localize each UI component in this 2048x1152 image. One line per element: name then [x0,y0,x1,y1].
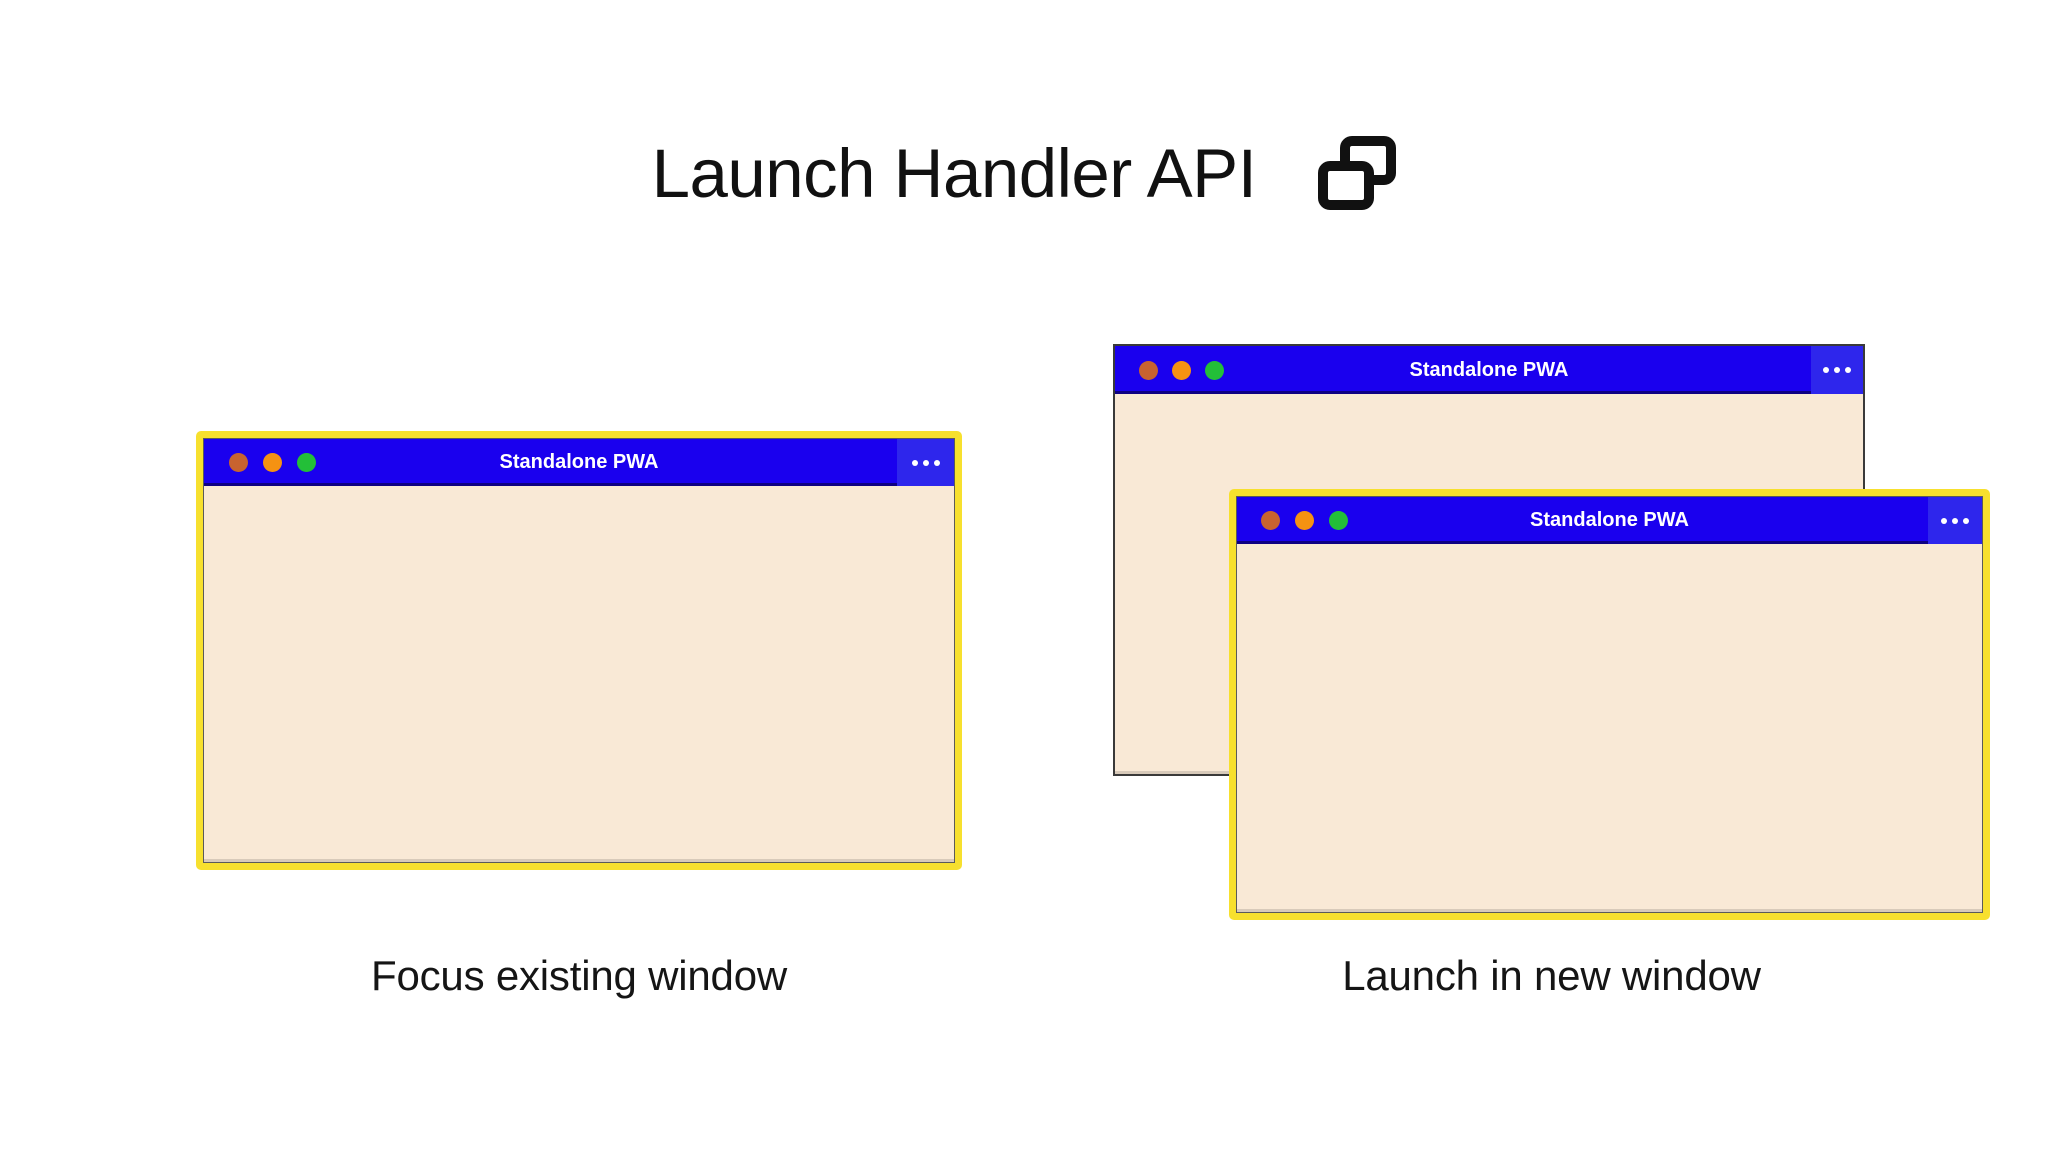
traffic-light-controls [1261,511,1348,530]
traffic-light-controls [229,453,316,472]
window-menu-button[interactable] [1811,346,1863,394]
menu-dot-3 [933,459,940,466]
menu-dot-2 [1952,517,1958,524]
standalone-pwa-window-new[interactable]: Standalone PWA [1229,489,1990,920]
window-title: Standalone PWA [1409,358,1569,381]
page-header: Launch Handler API [0,118,2048,228]
menu-dot-2 [1834,367,1840,373]
close-window-icon[interactable] [229,453,248,472]
menu-dot-1 [1823,367,1829,373]
window-content-area[interactable] [204,486,954,862]
window-content-area[interactable] [1237,544,1982,912]
window-frame: Standalone PWA [1236,496,1983,913]
minimize-window-icon[interactable] [1172,360,1191,380]
window-titlebar[interactable]: Standalone PWA [1115,346,1863,394]
window-title: Standalone PWA [499,451,659,473]
window-title: Standalone PWA [1530,509,1689,531]
menu-dot-3 [1845,367,1851,373]
minimize-window-icon[interactable] [1295,511,1314,530]
multiple-windows-icon [1318,136,1397,210]
menu-dot-3 [1963,517,1969,524]
close-window-icon[interactable] [1139,360,1158,380]
menu-dot-1 [911,459,918,466]
traffic-light-controls [1139,360,1224,380]
menu-dot-2 [922,459,929,466]
window-titlebar[interactable]: Standalone PWA [1237,497,1982,544]
maximize-window-icon[interactable] [1205,360,1224,380]
window-titlebar[interactable]: Standalone PWA [204,439,954,486]
page-title: Launch Handler API [651,134,1257,212]
maximize-window-icon[interactable] [1329,511,1348,530]
window-frame: Standalone PWA [203,438,955,863]
window-menu-button[interactable] [1928,497,1982,544]
caption-launch-in-new-window: Launch in new window [1342,952,1761,999]
maximize-window-icon[interactable] [297,453,316,472]
close-window-icon[interactable] [1261,511,1280,530]
caption-focus-existing-window: Focus existing window [371,952,787,999]
standalone-pwa-window-focused[interactable]: Standalone PWA [196,431,962,870]
menu-dot-1 [1941,517,1947,524]
window-menu-button[interactable] [897,439,954,486]
minimize-window-icon[interactable] [263,453,282,472]
